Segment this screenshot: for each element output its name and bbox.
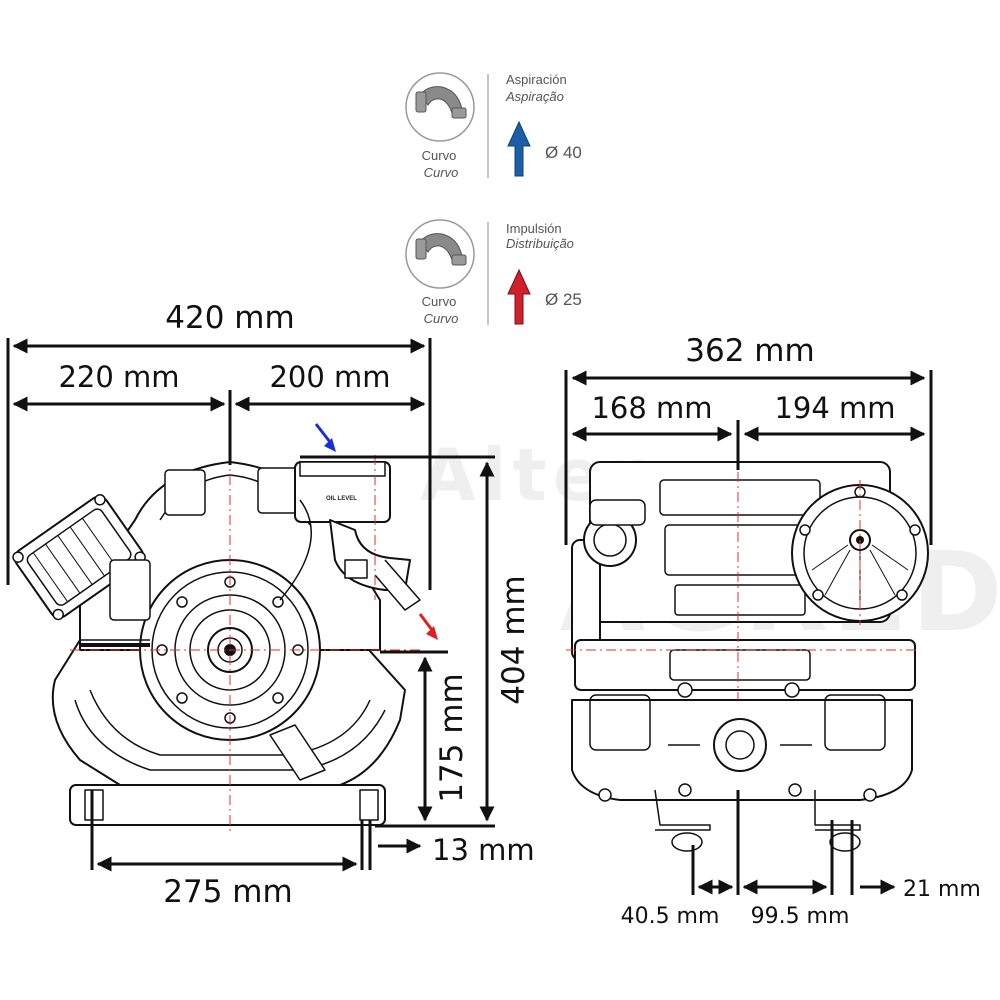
legend-delivery: Curvo Curvo Impulsión Distribuição Ø 25 [405,219,582,326]
front-right-width: 200 mm [269,360,390,394]
suction-subtitle: Aspiração [505,89,564,104]
front-overall-width: 420 mm [165,300,294,336]
front-base-offset: 13 mm [432,833,535,867]
delivery-title: Impulsión [506,221,562,236]
side-centerlines [566,432,920,700]
side-overall-width: 362 mm [685,333,814,369]
delivery-subtitle: Distribuição [506,236,574,251]
front-overall-height: 404 mm [496,575,532,704]
suction-diameter: Ø 40 [545,143,582,162]
delivery-fitting-label: Curvo [422,294,457,309]
side-view-pump [571,461,929,852]
delivery-diameter: Ø 25 [545,290,582,309]
delivery-up-arrow-icon [507,268,531,325]
delivery-fitting-sub: Curvo [424,311,459,326]
front-dimensions [6,338,495,872]
side-dimensions [564,370,933,895]
side-right-width: 194 mm [774,391,895,425]
front-centerlines [70,455,420,835]
front-base-width: 275 mm [163,874,292,910]
legend-suction: Curvo Curvo Aspiración Aspiração Ø 40 [405,72,582,180]
flow-arrows [314,423,438,640]
side-hole-spacing: 99.5 mm [751,904,850,929]
suction-fitting-label: Curvo [422,148,457,163]
side-left-width: 168 mm [591,391,712,425]
oil-level-label: OIL LEVEL [326,496,357,502]
suction-up-arrow-icon [507,120,531,177]
front-left-width: 220 mm [58,360,179,394]
front-view-pump: OIL LEVEL [12,461,421,826]
delivery-flow-arrow-icon [418,613,434,631]
curved-hose-fitting-icon [405,72,475,142]
suction-flow-arrow-icon [314,423,332,443]
suction-fitting-sub: Curvo [424,165,459,180]
curved-hose-fitting-icon [405,219,475,289]
side-hole-width: 21 mm [903,877,981,902]
front-outlet-height: 175 mm [434,673,470,802]
side-hole-left: 40.5 mm [621,904,720,929]
suction-title: Aspiración [506,72,567,87]
